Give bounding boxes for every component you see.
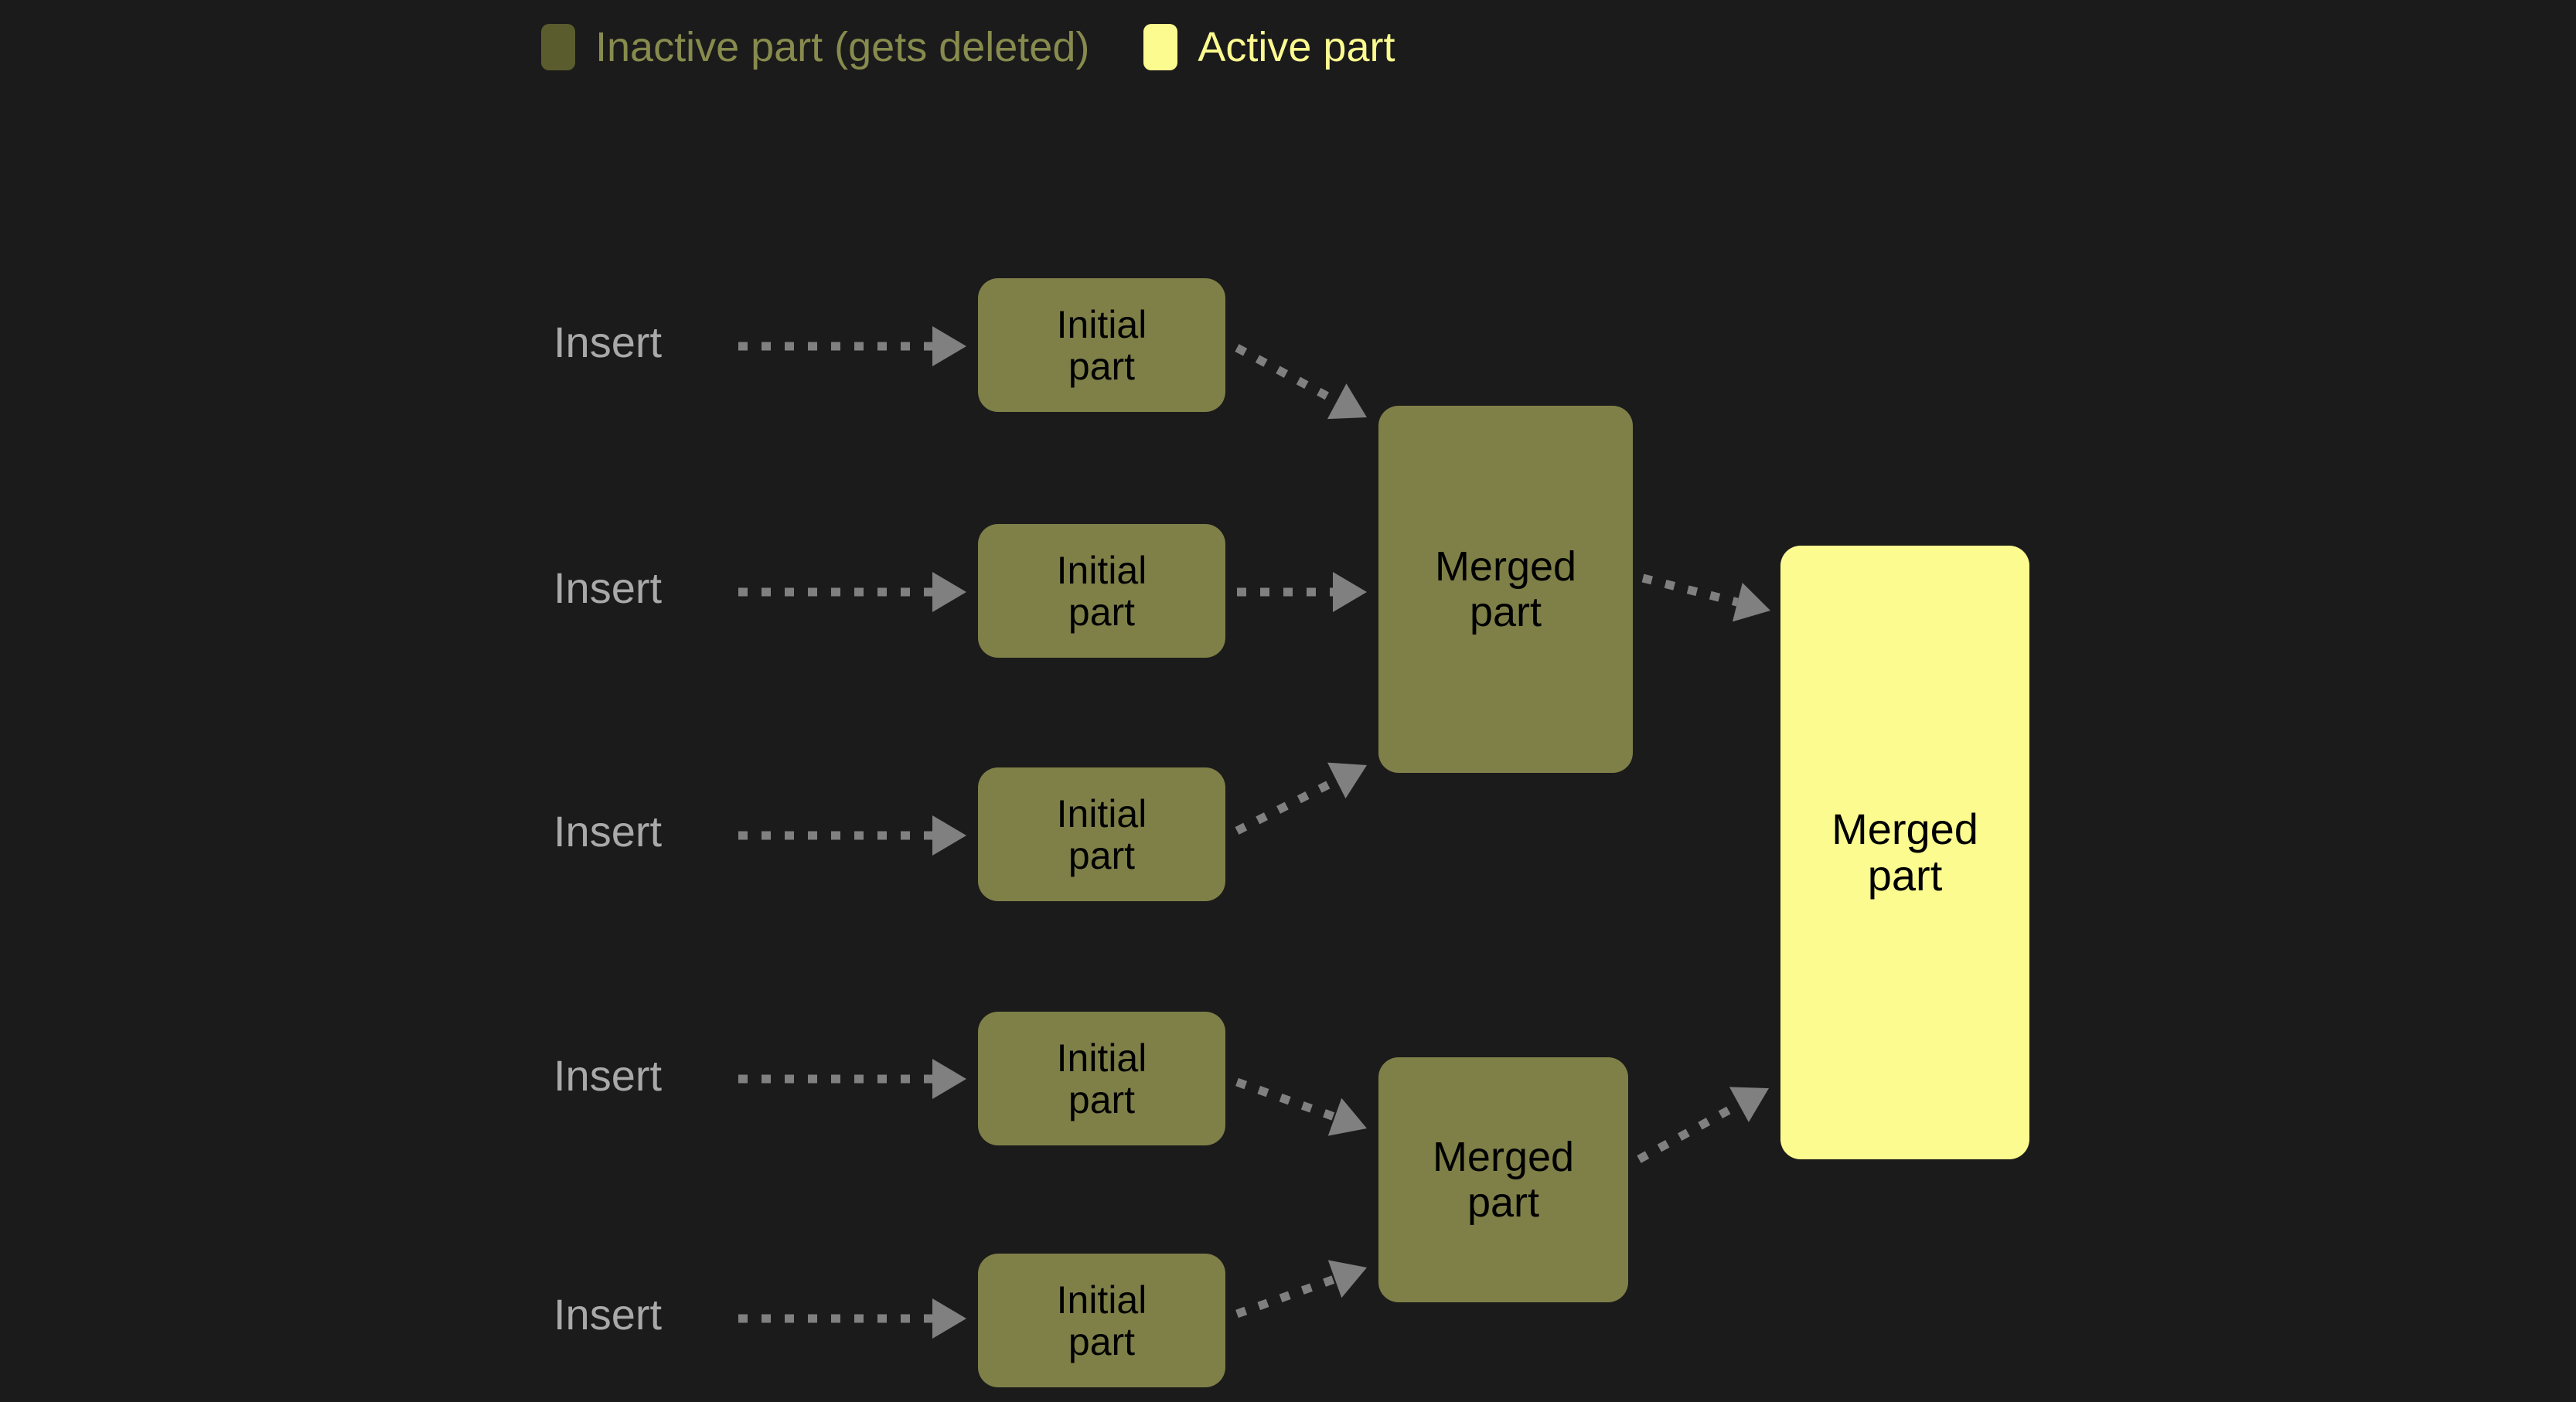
initial3-to-merged1-line xyxy=(1235,776,1339,835)
merged2-to-active-arrowhead-icon xyxy=(1729,1087,1769,1122)
initial3-to-merged1-arrowhead-icon xyxy=(1327,762,1367,799)
initial4-to-merged2-line xyxy=(1235,1077,1337,1121)
initial-part-node-3[interactable]: Initial part xyxy=(978,767,1225,901)
inactive-part-swatch-icon xyxy=(541,24,575,70)
insert-to-initial-2-arrowhead-icon xyxy=(932,572,966,612)
initial-part-node-2[interactable]: Initial part xyxy=(978,524,1225,658)
legend-label-active: Active part xyxy=(1198,24,1395,70)
insert-label-4: Insert xyxy=(554,1051,663,1100)
legend: Inactive part (gets deleted) Active part xyxy=(541,23,1395,71)
merged1-to-active-arrowhead-icon xyxy=(1732,582,1770,622)
initial-part-node-4[interactable]: Initial part xyxy=(978,1012,1225,1145)
merged-part-node-2[interactable]: Merged part xyxy=(1378,1057,1628,1302)
insert-to-initial-5-arrowhead-icon xyxy=(932,1298,966,1339)
insert-label-3: Insert xyxy=(554,807,663,856)
merged1-to-active-line xyxy=(1641,573,1739,607)
active-part-swatch-icon xyxy=(1143,24,1178,70)
legend-label-inactive: Inactive part (gets deleted) xyxy=(595,24,1090,70)
initial5-to-merged2-arrowhead-icon xyxy=(1327,1260,1367,1298)
initial-part-node-1[interactable]: Initial part xyxy=(978,278,1225,412)
initial1-to-merged1-arrowhead-icon xyxy=(1327,383,1367,420)
active-merged-part-node[interactable]: Merged part xyxy=(1780,546,2029,1159)
legend-item-inactive: Inactive part (gets deleted) xyxy=(541,24,1089,70)
legend-item-active: Active part xyxy=(1143,24,1395,70)
insert-to-initial-3-arrowhead-icon xyxy=(932,815,966,856)
insert-to-initial-1-arrowhead-icon xyxy=(932,326,966,366)
initial1-to-merged1-line xyxy=(1235,344,1339,406)
insert-label-2: Insert xyxy=(554,563,663,612)
insert-label-5: Insert xyxy=(554,1290,663,1339)
insert-to-initial-4-arrowhead-icon xyxy=(932,1059,966,1099)
initial5-to-merged2-line xyxy=(1235,1274,1337,1319)
insert-label-1: Insert xyxy=(554,318,663,366)
initial4-to-merged2-arrowhead-icon xyxy=(1327,1097,1367,1136)
merged-part-node-1[interactable]: Merged part xyxy=(1378,406,1633,773)
initial-part-node-5[interactable]: Initial part xyxy=(978,1254,1225,1387)
merged2-to-active-line xyxy=(1637,1101,1742,1163)
initial2-to-merged1-arrowhead-icon xyxy=(1333,572,1367,612)
